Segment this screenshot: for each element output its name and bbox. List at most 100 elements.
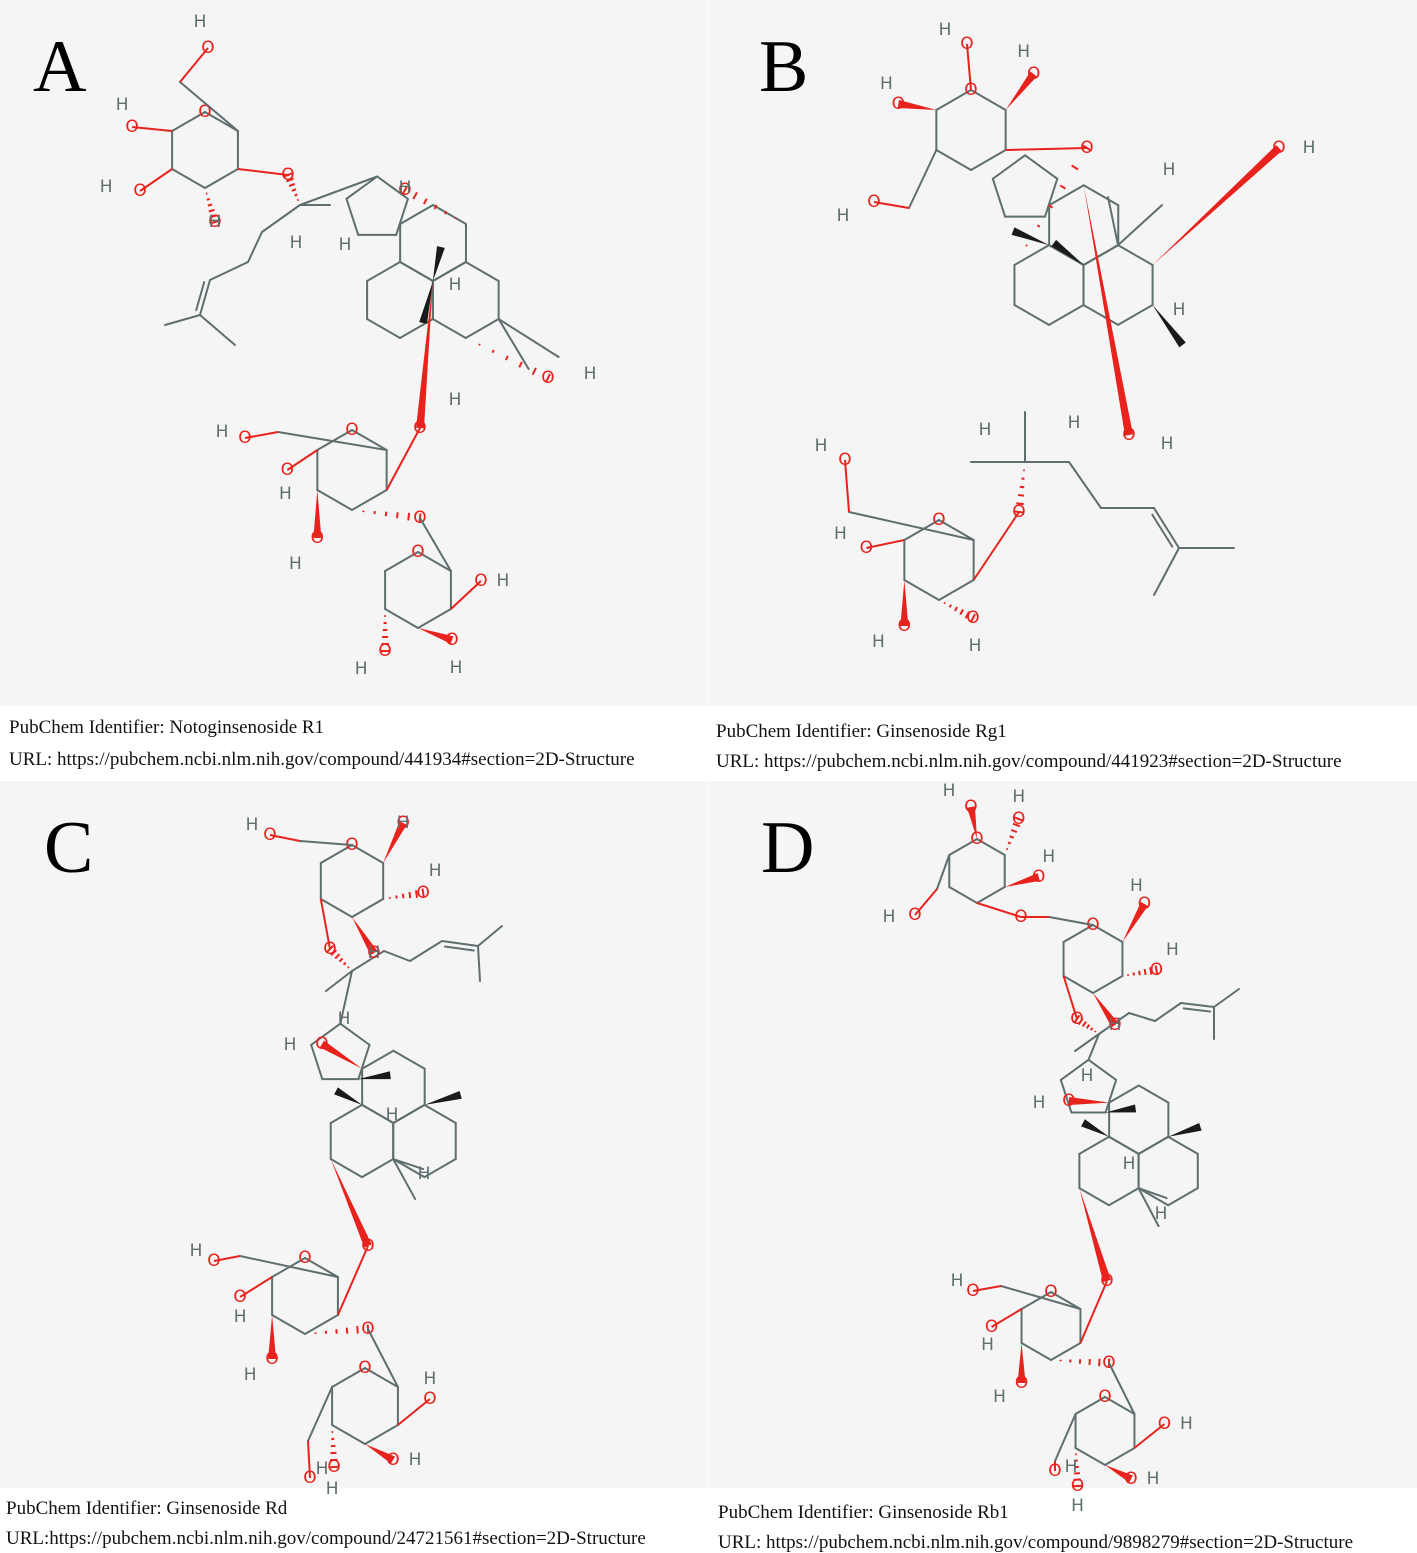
hydrogen-atom-label: H (1173, 300, 1186, 320)
bond-line (1106, 1080, 1117, 1113)
hash-bond-segment (397, 512, 398, 518)
bond-line (971, 150, 1006, 170)
bond-line (1184, 1008, 1210, 1011)
bond-line (1069, 462, 1101, 508)
bond-line (321, 899, 352, 917)
bond-line (1168, 1188, 1198, 1205)
bond-line (466, 262, 499, 281)
ring-oxygen-label: O (358, 1358, 371, 1378)
bond-line (300, 841, 352, 845)
hash-bond-segment (1095, 1031, 1096, 1032)
oxygen-atom-label: O (416, 883, 429, 903)
bond-line (1084, 185, 1119, 205)
bond-line (400, 262, 433, 281)
bond-line (338, 1246, 368, 1315)
oxygen-atom-label: O (263, 825, 276, 845)
oxygen-atom-label: O (315, 1034, 328, 1054)
hydrogen-atom-label: H (1071, 1496, 1084, 1516)
hydrogen-atom-label: H (326, 1479, 339, 1499)
oxygen-atom-label: O (201, 38, 214, 58)
hash-bond-segment (1087, 1025, 1090, 1029)
bond-line (1049, 305, 1084, 325)
oxygen-atom-label: O (423, 1389, 436, 1409)
bond-line (367, 262, 400, 281)
hydrogen-atom-label: H (194, 12, 207, 32)
hash-bond-segment (1010, 836, 1014, 838)
panel-b-letter: B (759, 30, 808, 104)
oxygen-atom-label: O (1150, 960, 1163, 980)
hydrogen-atom-label: H (316, 1459, 329, 1479)
bond-line (974, 512, 1019, 580)
bond-line (346, 177, 377, 199)
hydrogen-atom-label: H (399, 178, 412, 198)
bond-line (358, 1045, 369, 1079)
bond-line (418, 609, 451, 628)
bond-line (200, 315, 235, 345)
hash-bond-segment (208, 204, 212, 205)
bond-line (1109, 1188, 1139, 1205)
bond-line (1055, 1414, 1076, 1461)
hydrogen-atom-label: H (449, 390, 462, 410)
hash-bond-segment (408, 513, 409, 520)
hash-bond-segment (292, 189, 296, 191)
hash-bond-segment (1026, 245, 1027, 246)
oxygen-atom-label: O (860, 538, 873, 558)
hash-bond-segment (1145, 969, 1146, 975)
oxygen-atom-label: O (867, 192, 880, 212)
hydrogen-atom-label: H (116, 95, 129, 115)
wedge-bond-oxygen (331, 1159, 372, 1248)
bond-line (384, 951, 410, 961)
hash-bond-segment (339, 958, 342, 961)
bond-line (433, 205, 466, 224)
hash-bond-segment (1139, 971, 1140, 975)
oxygen-atom-label: O (908, 905, 921, 925)
wedge-bond (425, 1091, 462, 1105)
oxygen-atom-label: O (311, 528, 324, 548)
bond-line (909, 150, 936, 208)
panel-a-identifier: PubChem Identifier: Notoginsenoside R1 (9, 718, 324, 737)
bond-line (433, 319, 466, 338)
hydrogen-atom-label: H (1147, 1469, 1160, 1489)
bond-line (1118, 245, 1153, 265)
ring-oxygen-label: O (298, 1248, 311, 1268)
hydrogen-atom-label: H (943, 781, 956, 801)
hydrogen-atom-label: H (1017, 42, 1030, 62)
wedge-bond (1012, 227, 1049, 245)
bond-line (1014, 305, 1049, 325)
wedge-bond (1106, 1104, 1137, 1112)
hydrogen-atom-label: H (338, 1009, 351, 1029)
oxygen-atom-label: O (966, 608, 979, 628)
hydrogen-atom-label: H (837, 206, 850, 226)
wedge-bond (1051, 240, 1083, 265)
hash-bond-segment (424, 199, 427, 204)
bond-line (949, 887, 977, 903)
oxygen-atom-label: O (474, 571, 487, 591)
hydrogen-atom-label: H (1166, 940, 1179, 960)
ring-oxygen-label: O (932, 510, 945, 530)
oxygen-atom-label: O (378, 641, 391, 661)
hydrogen-atom-label: H (1081, 1066, 1094, 1086)
oxygen-atom-label: O (1124, 1469, 1137, 1489)
hydrogen-atom-label: H (1161, 434, 1174, 454)
panel-a-url: URL: https://pubchem.ncbi.nlm.nih.gov/co… (9, 750, 635, 769)
bond-line (332, 1425, 365, 1444)
hash-bond-segment (455, 218, 456, 219)
hydrogen-atom-label: H (815, 436, 828, 456)
bond-line (205, 169, 238, 188)
panel-b-url: URL: https://pubchem.ncbi.nlm.nih.gov/co… (716, 752, 1342, 771)
hash-bond-segment (1020, 487, 1024, 488)
hydrogen-atom-label: H (190, 1241, 203, 1261)
hydrogen-atom-label: H (834, 524, 847, 544)
oxygen-atom-label: O (960, 34, 973, 54)
hydrogen-atom-label: H (429, 861, 442, 881)
hydrogen-atom-label: H (100, 177, 113, 197)
oxygen-atom-label: O (1272, 138, 1285, 158)
hash-bond-segment (950, 605, 951, 608)
bond-line (172, 169, 205, 188)
hash-bond-segment (1037, 225, 1040, 227)
hydrogen-atom-label: H (339, 235, 352, 255)
hydrogen-atom-label: H (1123, 1154, 1136, 1174)
bond-line (367, 319, 400, 338)
panel-b-identifier: PubChem Identifier: Ginsenoside Rg1 (716, 722, 1007, 741)
